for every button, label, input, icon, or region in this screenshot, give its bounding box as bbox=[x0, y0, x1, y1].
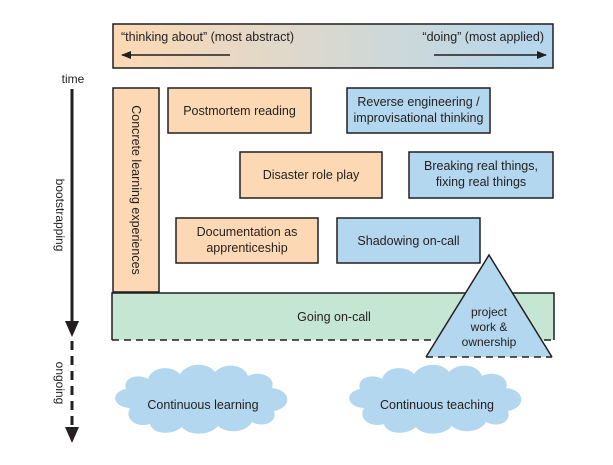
box-shadowing-oncall-line-1: Shadowing on-call bbox=[357, 234, 459, 248]
concrete-learning-fill bbox=[112, 87, 160, 293]
banner-left-text: “thinking about” (most abstract) bbox=[121, 30, 294, 44]
box-postmortem-reading: Postmortem reading bbox=[167, 87, 312, 134]
box-breaking-real-things: Breaking real things, fixing real things bbox=[408, 151, 554, 199]
banner-box bbox=[112, 23, 554, 69]
concrete-learning-box: Concrete learning experiences bbox=[112, 87, 160, 293]
triangle-line-1: project bbox=[471, 305, 508, 319]
box-documentation: Documentation as apprenticeship bbox=[175, 217, 319, 264]
box-postmortem-reading-bg bbox=[167, 87, 312, 134]
time-label: time bbox=[62, 72, 85, 86]
triangle-fill bbox=[426, 255, 552, 357]
banner-right-text: “doing” (most applied) bbox=[422, 30, 544, 44]
box-documentation-bg bbox=[175, 217, 319, 264]
abstract-to-applied-banner: “thinking about” (most abstract) “doing”… bbox=[112, 23, 554, 69]
ongoing-label: ongoing bbox=[53, 362, 67, 405]
cloud-teaching-label: Continuous teaching bbox=[380, 398, 494, 412]
box-shadowing-oncall-bg bbox=[336, 217, 481, 264]
going-oncall-label: Going on-call bbox=[297, 310, 371, 324]
triangle-line-3: ownership bbox=[462, 335, 517, 349]
box-reverse-engineering-line-2: improvisational thinking bbox=[354, 111, 484, 125]
concrete-learning-label: Concrete learning experiences bbox=[129, 105, 143, 275]
box-shadowing-oncall: Shadowing on-call bbox=[336, 217, 481, 264]
cloud-continuous-teaching: Continuous teaching bbox=[349, 364, 522, 434]
box-breaking-real-things-line-2: fixing real things bbox=[436, 175, 526, 189]
bootstrapping-label: bootstrapping bbox=[53, 179, 67, 252]
box-disaster-role-play-line-1: Disaster role play bbox=[263, 168, 360, 182]
box-breaking-real-things-bg bbox=[408, 151, 554, 199]
triangle-line-2: work & bbox=[470, 320, 508, 334]
cloud-continuous-learning: Continuous learning bbox=[115, 364, 288, 434]
box-reverse-engineering-line-1: Reverse engineering / bbox=[357, 95, 480, 109]
box-disaster-role-play: Disaster role play bbox=[239, 151, 383, 199]
box-disaster-role-play-bg bbox=[239, 151, 383, 199]
cloud-teaching-shape bbox=[349, 364, 522, 434]
cloud-learning-label: Continuous learning bbox=[147, 398, 258, 412]
cloud-learning-shape bbox=[115, 364, 288, 434]
box-breaking-real-things-line-1: Breaking real things, bbox=[424, 159, 538, 173]
box-reverse-engineering-bg bbox=[346, 87, 491, 134]
triangle-outline bbox=[425, 253, 553, 358]
box-documentation-line-1: Documentation as bbox=[197, 225, 298, 239]
box-documentation-line-2: apprenticeship bbox=[206, 241, 287, 255]
box-reverse-engineering: Reverse engineering / improvisational th… bbox=[346, 87, 491, 134]
ongoing-axis-arrowhead bbox=[65, 427, 79, 443]
going-oncall-outline bbox=[111, 292, 555, 340]
time-axis: time bootstrapping ongoing bbox=[53, 72, 85, 443]
project-work-triangle: project work & ownership bbox=[425, 253, 553, 358]
bootstrapping-axis-arrowhead bbox=[65, 321, 79, 337]
box-postmortem-reading-line-1: Postmortem reading bbox=[183, 104, 296, 118]
